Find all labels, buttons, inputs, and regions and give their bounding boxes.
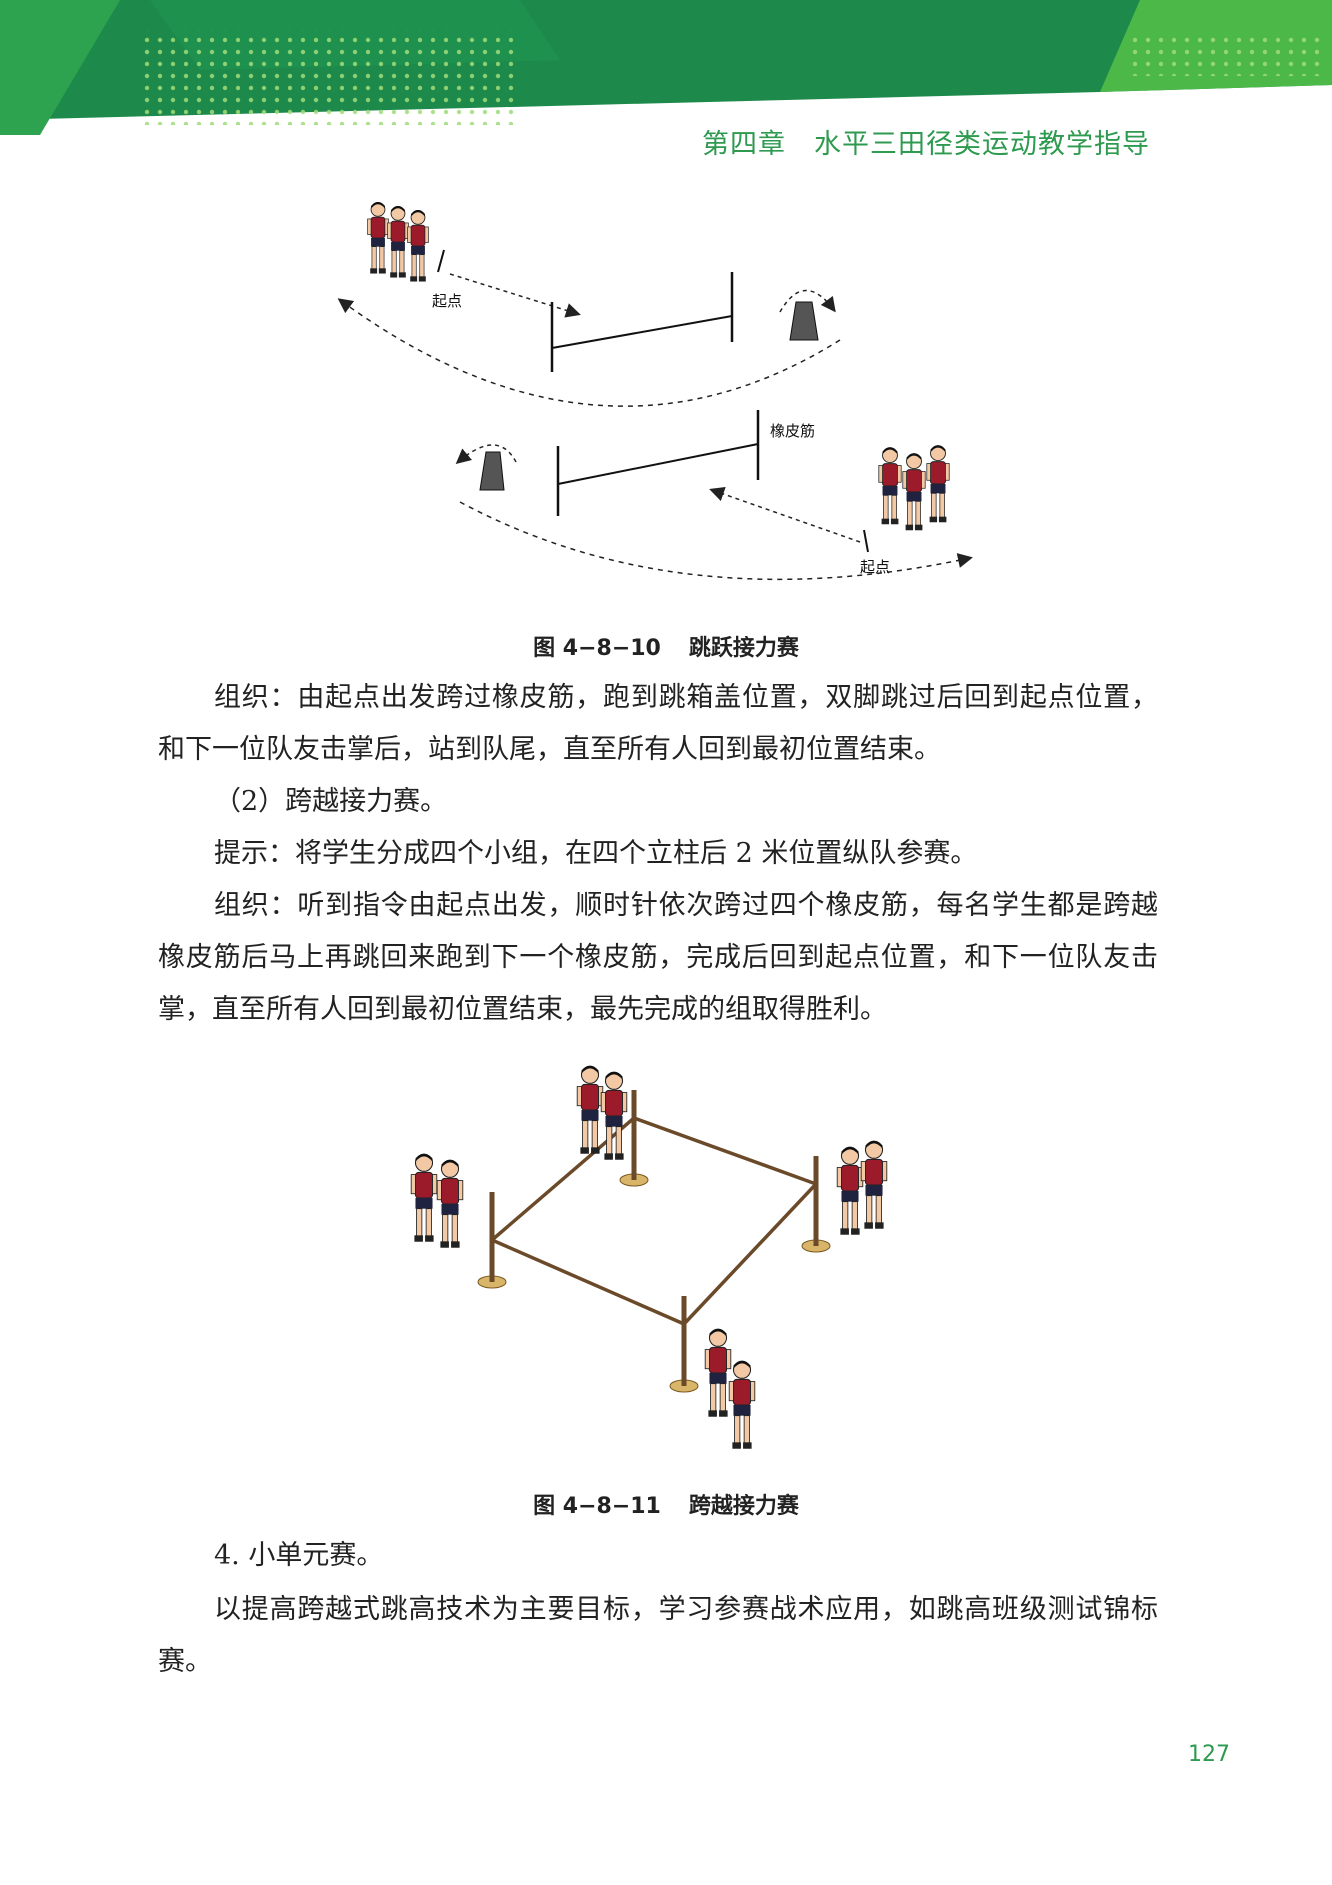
start-label: 起点 bbox=[860, 558, 890, 576]
page-number: 127 bbox=[1188, 1742, 1230, 1767]
student-figure bbox=[410, 1153, 438, 1243]
student-figure bbox=[367, 201, 389, 274]
rubber-band-label: 橡皮筋 bbox=[770, 422, 815, 440]
student-figure bbox=[387, 205, 409, 278]
student-figure bbox=[878, 446, 902, 525]
figure-jumping-relay: 起点 橡皮筋 起点 bbox=[337, 201, 973, 581]
student-figure bbox=[860, 1140, 888, 1230]
student-figure bbox=[836, 1146, 864, 1236]
student-figure bbox=[926, 444, 950, 523]
student-figure bbox=[436, 1159, 464, 1249]
paragraph: （2）跨越接力赛。 bbox=[214, 786, 448, 817]
figure-crossing-relay bbox=[410, 1065, 888, 1450]
student-figure bbox=[407, 209, 429, 282]
paragraph: 提示：将学生分成四个小组，在四个立柱后 2 米位置纵队参赛。 bbox=[214, 838, 978, 869]
paragraph: 组织：由起点出发跨过橡皮筋，跑到跳箱盖位置，双脚跳过后回到起点位置，和下一位队友… bbox=[158, 682, 1158, 765]
paragraph: 以提高跨越式跳高技术为主要目标，学习参赛战术应用，如跳高班级测试锦标赛。 bbox=[158, 1594, 1158, 1677]
paragraph: 组织：听到指令由起点出发，顺时针依次跨过四个橡皮筋，每名学生都是跨越橡皮筋后马上… bbox=[158, 890, 1158, 1025]
header-banner bbox=[0, 0, 1332, 135]
student-figure bbox=[576, 1065, 604, 1155]
student-figure bbox=[600, 1071, 628, 1161]
student-figure bbox=[728, 1360, 756, 1450]
paragraph: 4. 小单元赛。 bbox=[214, 1540, 384, 1571]
student-figure bbox=[902, 452, 926, 531]
student-figure bbox=[704, 1328, 732, 1418]
chapter-title: 第四章 水平三田径类运动教学指导 bbox=[702, 129, 1150, 160]
start-label: 起点 bbox=[432, 292, 462, 310]
